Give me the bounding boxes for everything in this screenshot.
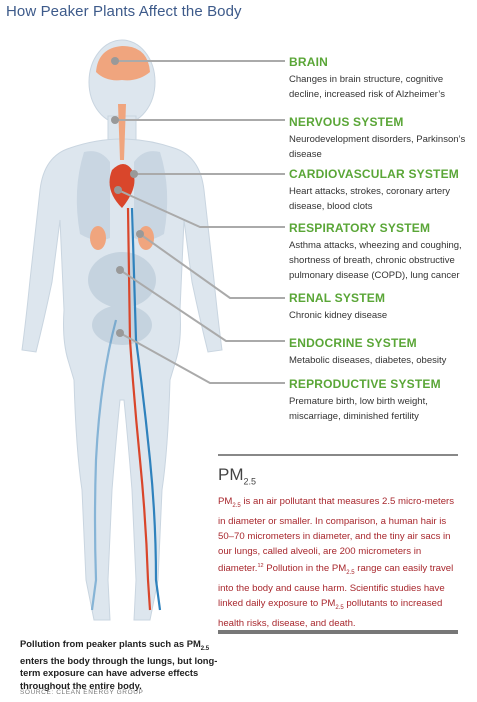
pm-term-sub: 2.5 (232, 503, 241, 510)
pm-term-sub: 2.5 (335, 605, 344, 612)
system-brain: BRAIN Changes in brain structure, cognit… (289, 55, 474, 102)
page-title: How Peaker Plants Affect the Body (6, 3, 242, 20)
system-cardiovascular: CARDIOVASCULAR SYSTEM Heart attacks, str… (289, 167, 474, 214)
system-name: NERVOUS SYSTEM (289, 115, 404, 129)
abdomen (88, 252, 156, 345)
connector-dots (111, 57, 144, 337)
system-desc: Chronic kidney disease (289, 310, 388, 321)
pm-term: PM (320, 598, 336, 610)
system-name: CARDIOVASCULAR SYSTEM (289, 167, 459, 181)
pm-term-sub: 2.5 (346, 570, 355, 577)
heart (109, 164, 135, 208)
system-name: BRAIN (289, 55, 328, 69)
pm25-body: PM2.5 is an air pollutant that measures … (218, 494, 458, 631)
pm25-heading-text: PM (218, 465, 244, 484)
caption-text-1: Pollution from peaker plants such as PM (20, 638, 201, 649)
system-desc: Heart attacks, strokes, coronary artery … (289, 186, 451, 212)
system-reproductive: REPRODUCTIVE SYSTEM Premature birth, low… (289, 377, 474, 424)
body-illustration (21, 39, 285, 621)
system-desc: Premature birth, low birth weight, misca… (289, 396, 428, 422)
caption-text-2: enters the body through the lungs, but l… (20, 655, 218, 691)
caption-sub: 2.5 (200, 645, 210, 652)
pm25-text-3: range can easily travel into the body an… (218, 563, 454, 610)
pm-term: PM (331, 563, 347, 575)
pm25-text-4: pollutants to increased health risks, di… (218, 598, 443, 630)
system-renal: RENAL SYSTEM Chronic kidney disease (289, 291, 474, 323)
footnote-ref: 12 (257, 563, 264, 570)
pm25-heading: PM2.5 (218, 465, 458, 486)
system-desc: Changes in brain structure, cognitive de… (289, 74, 445, 100)
pm25-heading-sub: 2.5 (243, 476, 257, 487)
brain (96, 46, 150, 81)
connector-lines (115, 60, 285, 384)
kidney-left (90, 226, 106, 250)
pm25-info-box: PM2.5 PM2.5 is an air pollutant that mea… (218, 454, 458, 634)
pm25-text-2: Pollution in the (263, 563, 332, 575)
system-name: RENAL SYSTEM (289, 291, 386, 305)
caption: Pollution from peaker plants such as PM2… (20, 638, 220, 692)
vessels (90, 207, 162, 611)
pm25-text-1: is an air pollutant that measures 2.5 mi… (218, 496, 455, 575)
source-credit: SOURCE: CLEAN ENERGY GROUP (20, 689, 144, 696)
system-name: REPRODUCTIVE SYSTEM (289, 377, 441, 391)
pm-term: PM (218, 496, 233, 508)
system-endocrine: ENDOCRINE SYSTEM Metabolic diseases, dia… (289, 336, 474, 368)
system-desc: Asthma attacks, wheezing and coughing, s… (289, 240, 462, 281)
system-desc: Metabolic diseases, diabetes, obesity (289, 355, 447, 366)
system-respiratory: RESPIRATORY SYSTEM Asthma attacks, wheez… (289, 221, 474, 283)
airway (118, 104, 126, 160)
system-name: RESPIRATORY SYSTEM (289, 221, 431, 235)
system-desc: Neurodevelopment disorders, Parkinson’s … (289, 134, 466, 160)
system-nervous: NERVOUS SYSTEM Neurodevelopment disorder… (289, 115, 474, 162)
system-name: ENDOCRINE SYSTEM (289, 336, 417, 350)
